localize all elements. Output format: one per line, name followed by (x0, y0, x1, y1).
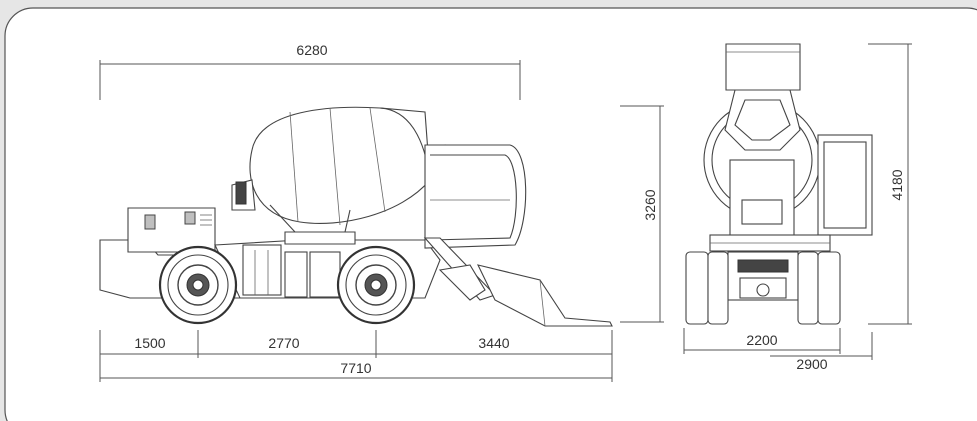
side-view-truck (99, 106, 613, 327)
dimension-bottom-row: 1500 2770 3440 7710 (99, 330, 613, 382)
mixer-drum (249, 106, 431, 224)
front-view-truck (685, 43, 873, 325)
dimension-top-6280: 6280 (99, 42, 521, 100)
cabin (424, 144, 527, 249)
dim-label-3260: 3260 (642, 189, 658, 220)
dim-label-4180: 4180 (889, 169, 905, 200)
hopper (725, 43, 801, 91)
dim-label-3440: 3440 (478, 335, 509, 351)
front-wheel (336, 245, 416, 325)
dim-label-2200: 2200 (746, 332, 777, 348)
front-wheel-right-inner (797, 251, 819, 325)
loader-bucket (476, 264, 613, 327)
dimension-height-4180: 4180 (868, 43, 912, 325)
front-wheel-left-inner (707, 251, 729, 325)
front-cabin (817, 134, 873, 236)
dim-label-6280: 6280 (296, 42, 327, 58)
dim-label-2900: 2900 (796, 356, 827, 372)
rear-wheel (158, 245, 238, 325)
front-wheel-right-outer (817, 251, 841, 325)
front-wheel-left-outer (685, 251, 709, 325)
dimension-height-3260: 3260 (620, 105, 664, 323)
dim-label-2770: 2770 (268, 335, 299, 351)
dimension-front-width: 2200 2900 (683, 328, 873, 372)
dim-label-7710: 7710 (340, 360, 371, 376)
dim-label-1500: 1500 (134, 335, 165, 351)
